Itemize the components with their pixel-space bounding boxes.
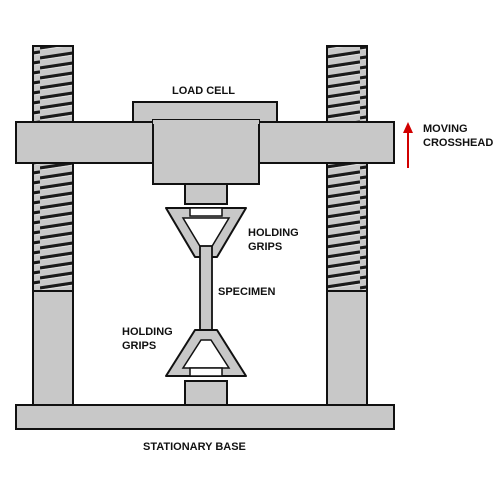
- lower-connector: [184, 380, 228, 406]
- specimen: [199, 245, 213, 337]
- upper-holding-grips: [165, 207, 247, 258]
- right-screw-top: [326, 45, 368, 123]
- left-screw-bottom: [32, 162, 74, 292]
- load-cell: [132, 101, 278, 185]
- moving-crosshead-label-line2: CROSSHEAD: [423, 137, 494, 149]
- left-column: [32, 290, 74, 406]
- left-screw-top: [32, 45, 74, 123]
- upper-grips-label-line2: GRIPS: [248, 241, 283, 253]
- lower-grips-label-line1: HOLDING: [122, 326, 173, 338]
- right-column: [326, 290, 368, 406]
- moving-crosshead-label-line1: MOVING: [423, 123, 468, 135]
- left-lead-screw: [32, 45, 74, 292]
- lower-holding-grips: [165, 329, 247, 377]
- lower-grips-label-line2: GRIPS: [122, 340, 157, 352]
- load-cell-label: LOAD CELL: [172, 85, 235, 97]
- upper-connector: [184, 183, 228, 205]
- upper-grips-label-line1: HOLDING: [248, 227, 299, 239]
- right-screw-bottom: [326, 162, 368, 292]
- specimen-label: SPECIMEN: [218, 286, 276, 298]
- stationary-base: [15, 404, 395, 430]
- right-lead-screw: [326, 45, 368, 292]
- stationary-base-label: STATIONARY BASE: [143, 441, 246, 453]
- upward-arrow-icon: [403, 122, 413, 168]
